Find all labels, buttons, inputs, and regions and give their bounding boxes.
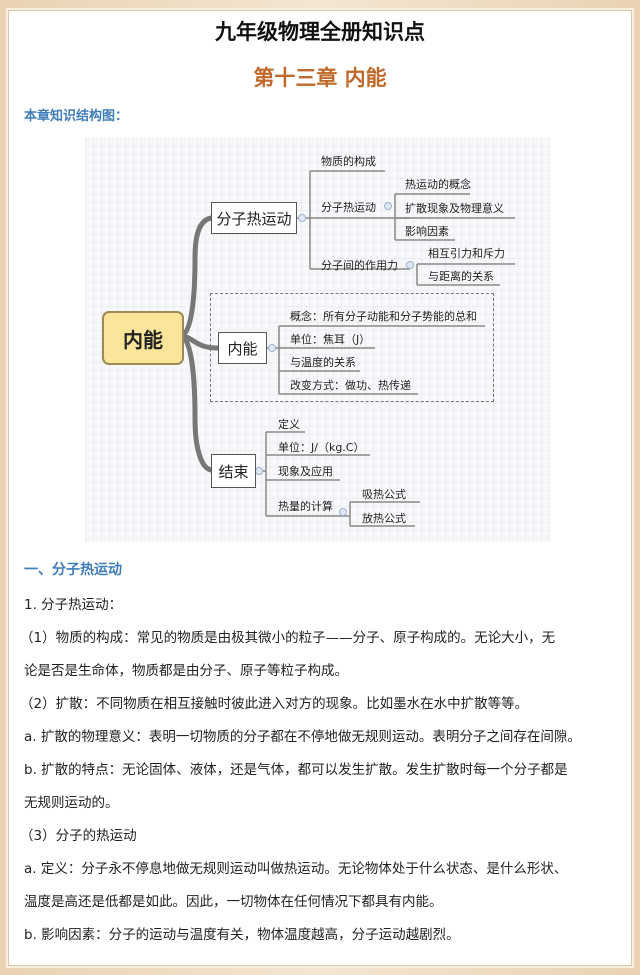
internal-energy-group: [210, 293, 494, 402]
node-definition: 定义: [278, 418, 300, 431]
node-internal-energy: 内能: [218, 332, 267, 364]
body-line: （3）分子的热运动: [20, 828, 137, 844]
node-concept: 概念：所有分子动能和分子势能的总和: [290, 310, 477, 323]
document-title: 九年级物理全册知识点: [215, 20, 425, 44]
node-diffusion: 扩散现象及物理意义: [405, 202, 504, 215]
body-line: 温度是高还是低都是如此。因此，一切物体在任何情况下都具有内能。: [24, 894, 443, 910]
node-influencing-factors: 影响因素: [405, 225, 449, 238]
body-line: a. 定义：分子永不停息地做无规则运动叫做热运动。无论物体处于什么状态、是什么形…: [24, 861, 568, 877]
node-molecular-motion: 分子热运动: [211, 202, 297, 234]
node-temperature-relation: 与温度的关系: [290, 356, 356, 369]
node-unit-joule: 单位：焦耳（J）: [290, 333, 371, 346]
knowledge-mindmap: 内能 分子热运动 物质的构成 分子热运动 热运动的概念 扩散现象及物理意义 影响…: [85, 138, 550, 542]
node-heat-calculation: 热量的计算: [278, 500, 333, 513]
section-heading: 一、分子热运动: [24, 562, 122, 578]
node-unit-jkgc: 单位：J/（kg.C）: [278, 441, 365, 454]
body-line: 1. 分子热运动：: [24, 597, 123, 613]
node-distance-relation: 与距离的关系: [428, 270, 494, 283]
body-line: a. 扩散的物理意义：表明一切物质的分子都在不停地做无规则运动。表明分子之间存在…: [24, 729, 581, 745]
mindmap-root-node: 内能: [102, 311, 184, 365]
node-heat-release-formula: 放热公式: [362, 512, 406, 525]
body-line: 无规则运动的。: [24, 795, 119, 811]
body-line: b. 扩散的特点：无论固体、液体，还是气体，都可以发生扩散。发生扩散时每一个分子…: [24, 762, 568, 778]
body-line: 论是否是生命体，物质都是由分子、原子等粒子构成。: [24, 663, 348, 679]
node-change-methods: 改变方式：做功、热传递: [290, 379, 411, 392]
node-thermal-motion-concept: 热运动的概念: [405, 178, 471, 191]
node-intermolecular-force: 分子间的作用力: [321, 259, 398, 272]
body-line: （2）扩散：不同物质在相互接触时彼此进入对方的现象。比如墨水在水中扩散等等。: [20, 696, 529, 712]
node-molecular-motion-sub: 分子热运动: [321, 201, 376, 214]
node-phenomena-applications: 现象及应用: [278, 465, 333, 478]
structure-label: 本章知识结构图：: [24, 109, 129, 124]
node-end: 结束: [211, 454, 256, 488]
node-heat-absorption-formula: 吸热公式: [362, 488, 406, 501]
body-line: b. 影响因素：分子的运动与温度有关，物体温度越高，分子运动越剧烈。: [24, 927, 460, 943]
node-attraction-repulsion: 相互引力和斥力: [428, 247, 505, 260]
body-line: （1）物质的构成：常见的物质是由极其微小的粒子——分子、原子构成的。无论大小，无: [20, 630, 556, 646]
chapter-title: 第十三章 内能: [253, 66, 387, 90]
mindmap-connectors: [177, 170, 515, 527]
node-matter-composition: 物质的构成: [321, 155, 376, 168]
